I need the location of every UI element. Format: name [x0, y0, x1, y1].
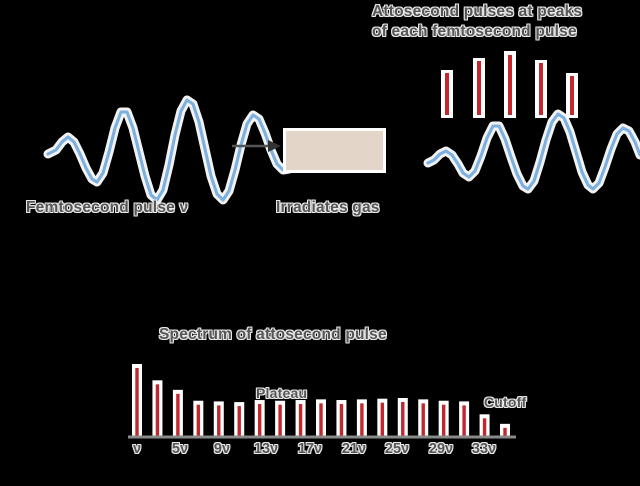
spectrum-tick-label: ν	[132, 441, 142, 457]
spectrum-bar	[360, 403, 364, 436]
spectrum-tick-label: 29ν	[428, 441, 454, 457]
spectrum-bars	[135, 368, 507, 436]
plateau-annotation: Plateau	[256, 385, 308, 401]
gas-cell	[286, 131, 383, 170]
spectrum-bar	[339, 404, 344, 436]
spectrum-bar	[237, 406, 241, 436]
spectrum-bar	[482, 418, 487, 436]
spectrum-bar	[503, 427, 507, 436]
cutoff-annotation: Cutoff	[484, 394, 527, 410]
attosecond-caption: Attosecond pulses at peaks of each femtos…	[372, 2, 582, 42]
spectrum-bar	[155, 384, 160, 436]
attosecond-caption-line2: of each femtosecond pulse	[372, 23, 577, 40]
spectrum-tick-label: 5ν	[171, 441, 189, 457]
spectrum-bar	[217, 405, 221, 436]
spectrum-bar	[298, 404, 303, 436]
spectrum-title: Spectrum of attosecond pulse	[159, 326, 387, 343]
output-pulse-stroke	[426, 112, 640, 191]
spectrum-bar	[401, 402, 405, 436]
burst-bars	[445, 55, 574, 115]
attosecond-caption-line1: Attosecond pulses at peaks	[372, 3, 583, 20]
spectrum-bar	[380, 402, 385, 436]
spectrum-bar	[135, 368, 139, 436]
spectrum-bar	[319, 403, 323, 436]
spectrum-tick-label: 9ν	[213, 441, 231, 457]
spectrum-bar	[462, 405, 466, 436]
spectrum-bar	[176, 393, 180, 436]
input-pulse-stroke	[46, 98, 309, 202]
femtosecond-pulse-label: Femtosecond pulse ν	[26, 199, 189, 216]
spectrum-tick-label: 33ν	[471, 441, 497, 457]
spectrum-bar	[257, 404, 262, 436]
irradiates-gas-label: Irradiates gas	[276, 199, 380, 216]
spectrum-tick-label: 21ν	[341, 441, 367, 457]
spectrum-bar	[278, 404, 282, 436]
spectrum-tick-label: 25ν	[384, 441, 410, 457]
spectrum-bar	[441, 404, 446, 436]
spectrum-tick-label: 17ν	[297, 441, 323, 457]
spectrum-tick-labels: ν 5ν 9ν 13ν 17ν 21ν 25ν 29ν 33ν	[0, 441, 640, 463]
spectrum-tick-label: 13ν	[253, 441, 279, 457]
spectrum-bar	[421, 403, 425, 436]
spectrum-bar	[196, 404, 201, 436]
